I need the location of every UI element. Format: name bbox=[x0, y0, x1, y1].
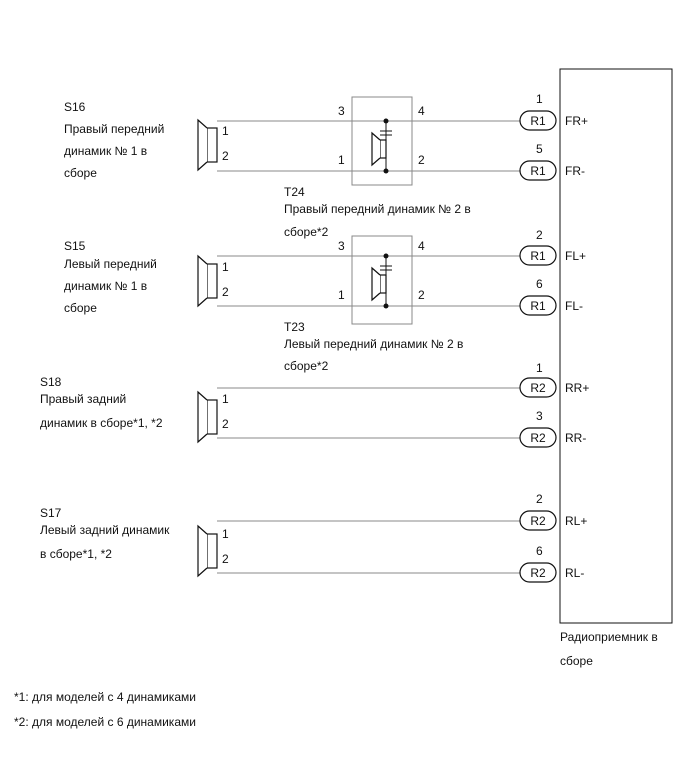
pin-number: 3 bbox=[338, 239, 345, 253]
pin-number: 2 bbox=[418, 153, 425, 167]
pin-number: 2 bbox=[222, 285, 229, 299]
tweeter-icon bbox=[371, 118, 392, 174]
connector-id: R1 bbox=[530, 114, 546, 128]
connector-id: R1 bbox=[530, 249, 546, 263]
speaker-code: S16 bbox=[64, 100, 86, 114]
speaker-icon bbox=[197, 390, 218, 444]
speaker-label-line: в сборе*1, *2 bbox=[40, 547, 112, 561]
pin-number: 2 bbox=[222, 552, 229, 566]
connector-pin: 2 bbox=[536, 228, 543, 242]
speaker-label-line: Левый передний bbox=[64, 257, 157, 271]
connector-id: R2 bbox=[530, 566, 546, 580]
pin-number: 1 bbox=[222, 260, 229, 274]
speaker-label-line: динамик № 1 в bbox=[64, 144, 147, 158]
speaker-label-line: динамик в сборе*1, *2 bbox=[40, 416, 163, 430]
speaker-group-s16: S16 Правый передний динамик № 1 в сборе … bbox=[64, 96, 520, 239]
connector-signal: FR+ bbox=[565, 114, 588, 128]
footnote: *1: для моделей с 4 динамиками bbox=[14, 690, 196, 704]
pin-number: 1 bbox=[222, 527, 229, 541]
connector-signal: FR- bbox=[565, 164, 585, 178]
connector-rr-plus: 1 R2 RR+ bbox=[519, 361, 589, 398]
connector-fr-minus: 5 R1 FR- bbox=[519, 142, 585, 181]
tweeter-icon bbox=[371, 253, 392, 309]
speaker-icon bbox=[197, 118, 218, 172]
connector-shape bbox=[519, 562, 557, 583]
radio-receiver-label: Радиоприемник в bbox=[560, 630, 658, 644]
connector-shape bbox=[519, 160, 557, 181]
tweeter-code: T23 bbox=[284, 320, 305, 334]
speaker-code: S15 bbox=[64, 239, 86, 253]
tweeter-label-line: сборе*2 bbox=[284, 225, 329, 239]
connector-shape bbox=[519, 295, 557, 316]
connector-id: R1 bbox=[530, 299, 546, 313]
connector-signal: RL- bbox=[565, 566, 584, 580]
pin-number: 4 bbox=[418, 239, 425, 253]
connector-rl-plus: 2 R2 RL+ bbox=[519, 492, 587, 531]
speaker-label-line: Правый задний bbox=[40, 392, 126, 406]
connector-rr-minus: 3 R2 RR- bbox=[519, 409, 586, 448]
connector-pin: 3 bbox=[536, 409, 543, 423]
speaker-group-s15: S15 Левый передний динамик № 1 в сборе 1… bbox=[64, 235, 520, 373]
pin-number: 3 bbox=[338, 104, 345, 118]
connector-signal: FL+ bbox=[565, 249, 586, 263]
connector-pin: 6 bbox=[536, 544, 543, 558]
radio-receiver-label-2: сборе bbox=[560, 654, 593, 668]
pin-number: 1 bbox=[338, 288, 345, 302]
tweeter-box bbox=[351, 96, 413, 186]
tweeter-label-line: Правый передний динамик № 2 в bbox=[284, 202, 471, 216]
connector-shape bbox=[519, 377, 557, 398]
connector-id: R2 bbox=[530, 514, 546, 528]
pin-number: 1 bbox=[222, 392, 229, 406]
connector-signal: RR+ bbox=[565, 381, 589, 395]
connector-id: R2 bbox=[530, 431, 546, 445]
speaker-label-line: Правый передний bbox=[64, 122, 164, 136]
connector-pin: 2 bbox=[536, 492, 543, 506]
connector-pin: 1 bbox=[536, 361, 543, 375]
connector-shape bbox=[519, 510, 557, 531]
connector-pin: 1 bbox=[536, 92, 543, 106]
connector-shape bbox=[519, 427, 557, 448]
connector-id: R1 bbox=[530, 164, 546, 178]
footnote: *2: для моделей с 6 динамиками bbox=[14, 715, 196, 729]
speaker-code: S17 bbox=[40, 506, 62, 520]
pin-number: 1 bbox=[338, 153, 345, 167]
pin-number: 2 bbox=[418, 288, 425, 302]
speaker-icon bbox=[197, 524, 218, 578]
speaker-label-line: сборе bbox=[64, 166, 97, 180]
connector-pin: 5 bbox=[536, 142, 543, 156]
speaker-label-line: сборе bbox=[64, 301, 97, 315]
connector-id: R2 bbox=[530, 381, 546, 395]
radio-receiver-box bbox=[559, 68, 673, 624]
speaker-icon bbox=[197, 254, 218, 308]
tweeter-box bbox=[351, 235, 413, 325]
pin-number: 2 bbox=[222, 149, 229, 163]
connector-fl-plus: 2 R1 FL+ bbox=[519, 228, 586, 266]
connector-signal: FL- bbox=[565, 299, 583, 313]
speaker-label-line: Левый задний динамик bbox=[40, 523, 170, 537]
speaker-group-s18: S18 Правый задний динамик в сборе*1, *2 … bbox=[40, 375, 520, 444]
speaker-label-line: динамик № 1 в bbox=[64, 279, 147, 293]
pin-number: 1 bbox=[222, 124, 229, 138]
connector-fl-minus: 6 R1 FL- bbox=[519, 277, 583, 316]
pin-number: 2 bbox=[222, 417, 229, 431]
speaker-code: S18 bbox=[40, 375, 62, 389]
connector-fr-plus: 1 R1 FR+ bbox=[519, 92, 588, 131]
connector-shape bbox=[519, 110, 557, 131]
pin-number: 4 bbox=[418, 104, 425, 118]
connector-shape bbox=[519, 245, 557, 266]
connector-signal: RL+ bbox=[565, 514, 587, 528]
connector-rl-minus: 6 R2 RL- bbox=[519, 544, 584, 583]
tweeter-label-line: сборе*2 bbox=[284, 359, 329, 373]
tweeter-label-line: Левый передний динамик № 2 в bbox=[284, 337, 463, 351]
tweeter-code: T24 bbox=[284, 185, 305, 199]
speaker-group-s17: S17 Левый задний динамик в сборе*1, *2 1… bbox=[40, 506, 520, 578]
connector-signal: RR- bbox=[565, 431, 586, 445]
connector-pin: 6 bbox=[536, 277, 543, 291]
